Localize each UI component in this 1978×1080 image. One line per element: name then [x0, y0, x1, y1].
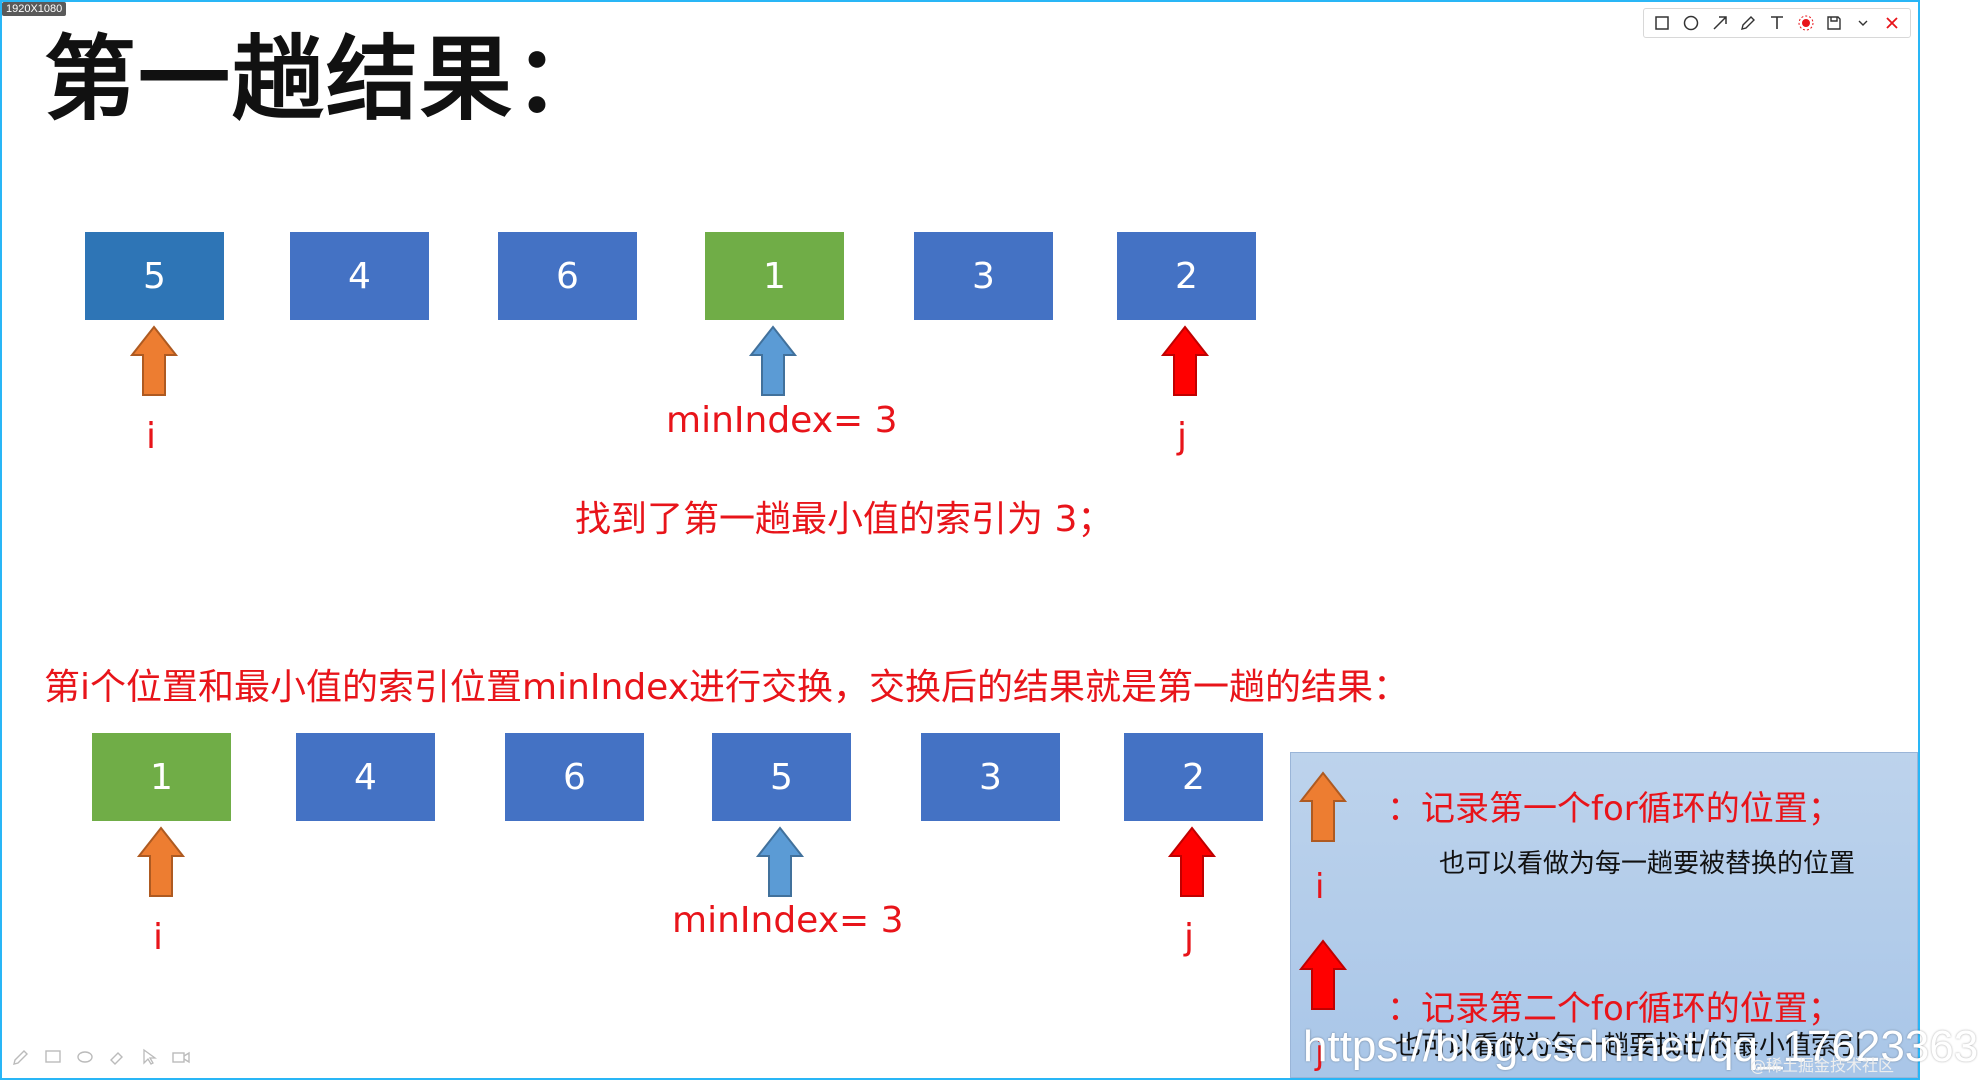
array-box-1-1: 4	[290, 232, 429, 320]
array-box-2-3: 5	[712, 733, 851, 821]
j-pointer-arrow-icon	[1160, 325, 1210, 396]
close-icon[interactable]	[1880, 11, 1904, 35]
array-box-2-5: 2	[1124, 733, 1263, 821]
found-note: 找到了第一趟最小值的索引为 3；	[575, 499, 1114, 540]
i-label: i	[153, 917, 164, 958]
legend-line-1-sub: 也可以看做为每一趟要被替换的位置	[1439, 849, 1856, 879]
annotation-toolbar	[1643, 8, 1911, 38]
legend-line-2-sub: 也可以看做为每一趟要找出的最小值索引	[1395, 1031, 1864, 1061]
circle-icon[interactable]	[1679, 11, 1703, 35]
j-label: j	[1177, 416, 1188, 457]
legend-line-1: ：记录第一个for循环的位置；	[1387, 789, 1842, 829]
swap-note: 第i个位置和最小值的索引位置minIndex进行交换，交换后的结果就是第一趟的结…	[44, 667, 1409, 708]
i-pointer-arrow-icon	[129, 325, 179, 396]
j-pointer-arrow-icon	[1298, 939, 1348, 1010]
min-index-arrow-icon	[748, 325, 798, 396]
save-icon[interactable]	[1822, 11, 1846, 35]
array-box-2-4: 3	[921, 733, 1060, 821]
array-box-2-0: 1	[92, 733, 231, 821]
shape-icon[interactable]	[74, 1046, 96, 1068]
i-label: i	[146, 416, 157, 457]
array-box-1-4: 3	[914, 232, 1053, 320]
min-index-arrow-icon	[755, 826, 805, 897]
legend-panel: ：记录第一个for循环的位置； 也可以看做为每一趟要被替换的位置 i ：记录第二…	[1290, 752, 1918, 1078]
j-pointer-arrow-icon	[1167, 826, 1217, 897]
legend-i-label: i	[1315, 867, 1325, 907]
legend-line-2: ：记录第二个for循环的位置；	[1387, 989, 1842, 1029]
array-box-1-2: 6	[498, 232, 637, 320]
i-pointer-arrow-icon	[136, 826, 186, 897]
array-box-1-5: 2	[1117, 232, 1256, 320]
min-index-label: minIndex= 3	[666, 400, 898, 441]
j-label: j	[1184, 917, 1195, 958]
min-index-label: minIndex= 3	[672, 900, 904, 941]
pen-icon[interactable]	[1736, 11, 1760, 35]
pen-icon[interactable]	[10, 1046, 32, 1068]
watermark-community: @稀土掘金技术社区	[1750, 1056, 1895, 1075]
array-box-2-1: 4	[296, 733, 435, 821]
rectangle-icon[interactable]	[1650, 11, 1674, 35]
pointer-icon[interactable]	[138, 1046, 160, 1068]
array-box-1-3: 1	[705, 232, 844, 320]
slides-icon[interactable]	[42, 1046, 64, 1068]
video-icon[interactable]	[170, 1046, 192, 1068]
watermark-url: https://blog.csdn.net/qq_17623363	[1303, 1022, 1978, 1071]
mosaic-icon[interactable]	[1794, 11, 1818, 35]
text-icon[interactable]	[1765, 11, 1789, 35]
array-box-1-0: 5	[85, 232, 224, 320]
eraser-icon[interactable]	[106, 1046, 128, 1068]
i-pointer-arrow-icon	[1298, 771, 1348, 842]
size-badge: 1920X1080	[2, 2, 67, 16]
arrow-icon[interactable]	[1708, 11, 1732, 35]
dropdown-icon[interactable]	[1851, 11, 1875, 35]
legend-j-label: j	[1315, 1033, 1325, 1073]
array-box-2-2: 6	[505, 733, 644, 821]
bottom-toolbar	[10, 1046, 192, 1068]
page-title: 第一趟结果：	[44, 26, 609, 133]
